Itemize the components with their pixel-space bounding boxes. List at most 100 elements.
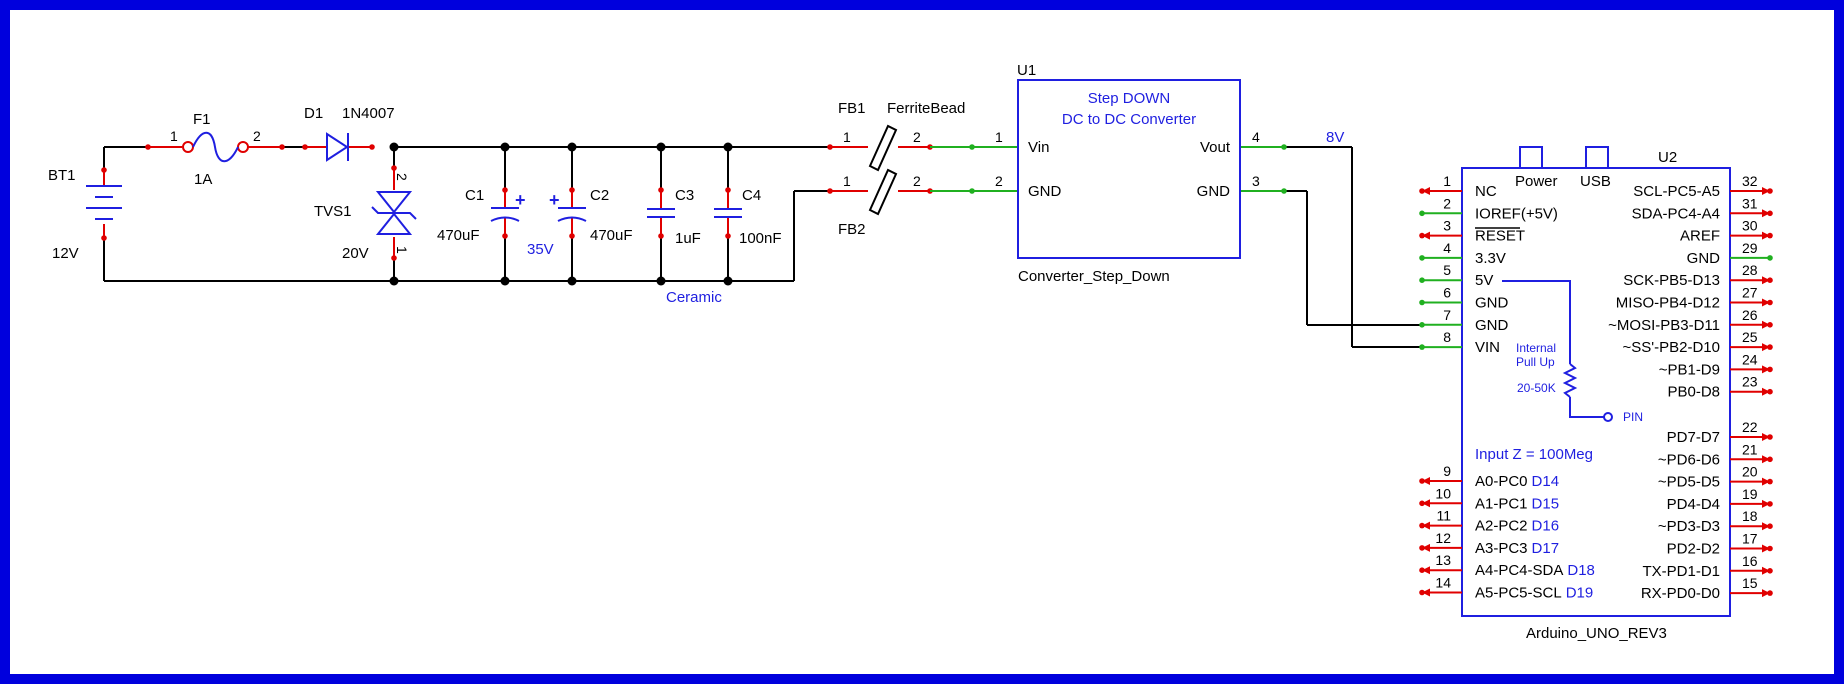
c2-ref: C2 — [590, 187, 609, 204]
u1-pin-gnd-in: GND — [1028, 183, 1062, 200]
pin-arrow-icon — [1762, 320, 1770, 329]
pin-number: 6 — [1443, 285, 1451, 301]
pin-name: A0-PC0 — [1475, 473, 1528, 490]
u2-pin-1[interactable]: 1NC — [1419, 173, 1497, 200]
pin-name: VIN — [1475, 339, 1500, 356]
tvs1-ref: TVS1 — [314, 203, 352, 220]
net-label-8v: 8V — [1326, 129, 1344, 146]
battery-bt1[interactable]: BT1 12V — [48, 167, 122, 262]
pin-end-dot — [1419, 277, 1425, 284]
pin-end-dot — [1419, 322, 1425, 328]
pin-number: 11 — [1436, 508, 1451, 524]
u2-pin-18[interactable]: 18~PD3-D3 — [1658, 508, 1773, 535]
pin-name: ~PD6-D6 — [1658, 451, 1720, 468]
u2-body — [1461, 167, 1731, 617]
f1-ref: F1 — [193, 111, 211, 128]
c4-ref: C4 — [742, 187, 761, 204]
pin-arrow-icon — [1762, 589, 1770, 598]
pin-arrow-icon — [1422, 187, 1430, 195]
pin-arrow-icon — [1762, 209, 1770, 218]
u2-pin-25[interactable]: 25~SS'-PB2-D10 — [1623, 329, 1773, 356]
pullup-value: 20-50K — [1517, 381, 1556, 395]
u2-pin-5[interactable]: 55V — [1419, 262, 1493, 289]
pin-number: 28 — [1742, 262, 1758, 278]
pin-name: SCK-PB5-D13 — [1623, 272, 1720, 289]
pin-alt-name: D18 — [1567, 562, 1595, 579]
u2-pin-26[interactable]: 26~MOSI-PB3-D11 — [1608, 307, 1773, 334]
ferrite-bead-fb1[interactable]: FB1 FerriteBead 1 2 — [827, 100, 975, 172]
pin-arrow-icon — [1762, 187, 1770, 195]
pin-number: 31 — [1742, 195, 1758, 211]
power-jack-icon — [1519, 146, 1543, 169]
pin-name: AREF — [1680, 228, 1720, 245]
pin-end-dot — [1767, 501, 1773, 507]
pin-arrow-icon — [1762, 522, 1770, 531]
pin-name: SDA-PC4-A4 — [1632, 205, 1720, 222]
u2-pin-21[interactable]: 21~PD6-D6 — [1658, 441, 1773, 468]
pin-number: 14 — [1435, 575, 1451, 591]
pin-alt-name: D16 — [1532, 518, 1560, 535]
pin-name: PD7-D7 — [1667, 429, 1720, 446]
ferrite-bead-fb2[interactable]: FB2 1 2 — [827, 168, 975, 238]
pin-name: A2-PC2 — [1475, 518, 1528, 535]
pin-name: RX-PD0-D0 — [1641, 585, 1720, 602]
pin-alt-name: D14 — [1532, 473, 1560, 490]
diode-d1[interactable]: D1 1N4007 — [302, 105, 395, 162]
capacitor-c3[interactable]: C3 1uF Ceramic — [647, 187, 722, 306]
u2-usb-label: USB — [1580, 173, 1611, 190]
tvs-diode-tvs1[interactable]: TVS1 20V 2 1 — [314, 165, 417, 262]
fuse-f1[interactable]: F1 1A 1 2 — [145, 111, 285, 188]
pin-number: 20 — [1742, 464, 1758, 480]
pin-arrow-icon — [1762, 231, 1770, 240]
pin-arrow-icon — [1762, 387, 1770, 396]
u2-pin-24[interactable]: 24~PB1-D9 — [1659, 351, 1773, 378]
capacitor-c1[interactable]: + C1 470uF 35V — [437, 187, 554, 258]
d1-ref: D1 — [304, 105, 323, 122]
pin-name: GND — [1475, 317, 1509, 334]
capacitor-c4[interactable]: C4 100nF — [714, 187, 782, 247]
pin-arrow-icon — [1422, 543, 1430, 552]
u2-pin-4[interactable]: 43.3V — [1419, 240, 1506, 267]
capacitor-c2[interactable]: + C2 470uF — [549, 187, 633, 244]
pin-arrow-icon — [1762, 455, 1770, 464]
u2-pin-20[interactable]: 20~PD5-D5 — [1658, 464, 1773, 491]
pin-alt-name: D19 — [1566, 585, 1594, 602]
arduino-u2[interactable]: Power USB U2 Arduino_UNO_REV3 Internal P… — [1419, 146, 1773, 642]
fb2-pin2: 2 — [913, 173, 921, 189]
pin-number: 27 — [1742, 285, 1758, 301]
internal-pullup: Internal Pull Up 20-50K PIN — [1502, 280, 1643, 424]
pin-circle-icon — [1603, 412, 1613, 422]
pin-end-dot — [1767, 344, 1773, 350]
pin-name: GND — [1475, 295, 1509, 312]
u2-name: Arduino_UNO_REV3 — [1526, 625, 1667, 642]
pin-number: 13 — [1435, 552, 1451, 568]
converter-u1[interactable]: U1 Step DOWN DC to DC Converter Vin GND … — [972, 62, 1344, 285]
fb2-ref: FB2 — [838, 221, 866, 238]
pin-number: 9 — [1443, 463, 1451, 479]
pin-number: 10 — [1435, 485, 1451, 501]
